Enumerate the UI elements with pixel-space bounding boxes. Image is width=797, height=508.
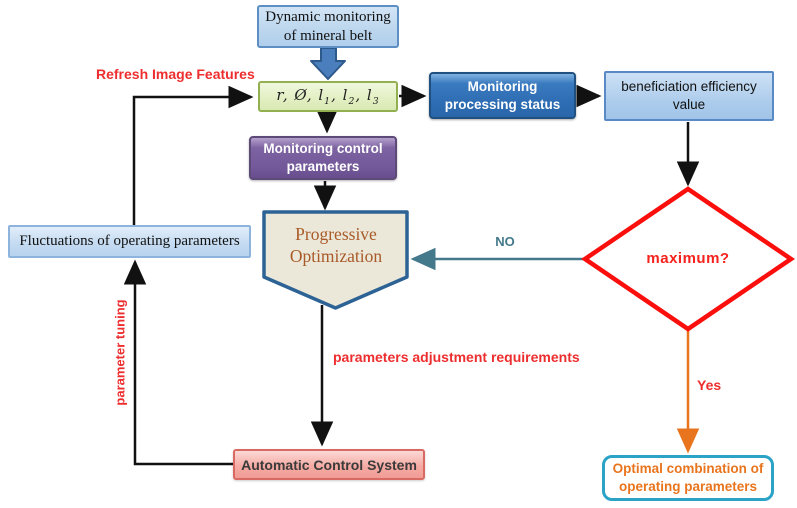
edge-label-yes: Yes — [697, 377, 722, 393]
node-optimal-combination: Optimal combination of operating paramet… — [602, 455, 774, 501]
node-progressive-optimization-label: Progressive Optimization — [289, 224, 383, 266]
features-vars: r, Ø, l1, l2, l3 — [276, 86, 380, 107]
decision-maximum-label: maximum? — [646, 249, 730, 267]
decision-diamond-shape — [580, 186, 796, 332]
node-beneficiation-efficiency: beneficiation efficiency value — [604, 71, 774, 121]
node-automatic-control-system: Automatic Control System — [233, 449, 425, 480]
edge-label-no: NO — [495, 234, 515, 249]
pentagon-progressive-optimization-shape — [262, 210, 409, 310]
edge-label-refresh-image-features: Refresh Image Features — [96, 66, 255, 82]
edge-refresh-path — [132, 85, 254, 225]
node-fluctuations-operating-parameters: Fluctuations of operating parameters — [8, 225, 251, 258]
node-monitoring-control-parameters: Monitoring control parameters — [249, 136, 397, 180]
node-image-features: r, Ø, l1, l2, l3 — [258, 81, 398, 112]
edge-acs-to-fluctuations — [123, 259, 233, 466]
block-arrow-down-icon — [310, 47, 346, 80]
edge-label-parameter-tuning: parameter tuning — [112, 299, 128, 406]
node-monitoring-processing-status: Monitoring processing status — [429, 72, 576, 119]
node-dynamic-monitoring: Dynamic monitoring of mineral belt — [257, 5, 399, 48]
edge-label-parameters-adjustment: parameters adjustment requirements — [333, 349, 580, 365]
